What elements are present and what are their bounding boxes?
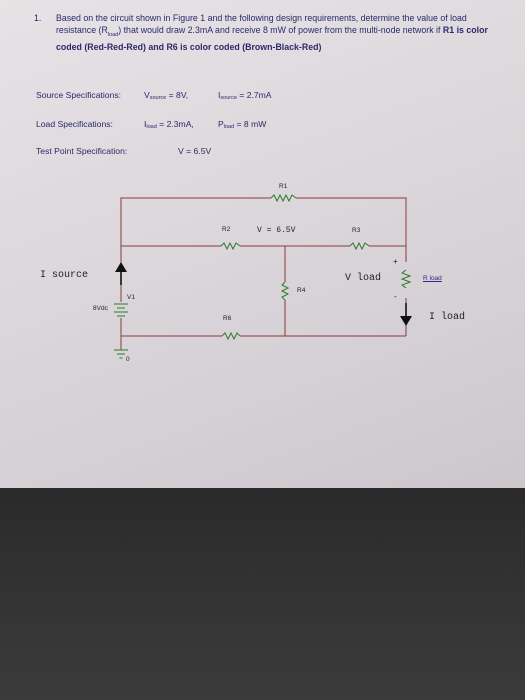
r3-label: R3 <box>352 227 361 234</box>
paper-sheet: 1. Based on the circuit shown in Figure … <box>0 0 525 488</box>
isource-label: I source <box>40 270 89 281</box>
v1-label: V1 <box>127 294 135 301</box>
r4-resistor <box>280 281 290 301</box>
iload-spec: Iload = 2.3mA, <box>144 119 194 130</box>
vload-label: V load <box>345 273 382 284</box>
r3-resistor <box>349 241 370 251</box>
wire-top-right <box>296 197 407 246</box>
minus-sign: - <box>394 292 397 301</box>
question-bold: R1 is color coded (Red-Red-Red) and R6 i… <box>56 25 488 52</box>
vdc-label: 8Vdc <box>93 305 108 312</box>
r1-label: R1 <box>279 183 288 190</box>
rload-resistor <box>400 269 412 289</box>
r4-label: R4 <box>297 287 306 294</box>
r2-label: R2 <box>222 226 231 233</box>
iload-arrow-icon <box>400 316 412 326</box>
ground-label: 0 <box>126 356 130 363</box>
vsource-spec: Vsource = 8V, <box>144 90 189 101</box>
test-spec-value: V = 6.5V <box>178 146 212 156</box>
r6-resistor <box>221 331 241 341</box>
load-spec-label: Load Specifications: <box>36 119 113 129</box>
r1-resistor <box>270 193 297 203</box>
question-text: Based on the circuit shown in Figure 1 a… <box>56 13 488 52</box>
source-spec-label: Source Specifications: <box>36 90 122 100</box>
rload-label: R load <box>423 275 442 282</box>
plus-sign: + <box>393 257 398 266</box>
isource-arrow-icon <box>115 262 127 272</box>
circuit-schematic <box>114 193 412 359</box>
pload-spec: Pload = 8 mW <box>218 119 267 130</box>
current-arrows <box>115 262 412 326</box>
isource-spec: Isource = 2.7mA <box>218 90 272 101</box>
desk-background <box>0 488 525 700</box>
question-number: 1. <box>34 13 42 23</box>
circuit-components <box>114 193 412 359</box>
test-voltage-label: V = 6.5V <box>257 226 296 235</box>
test-spec-label: Test Point Specification: <box>36 146 128 156</box>
wire-top-left <box>120 197 271 265</box>
r6-label: R6 <box>223 315 232 322</box>
iload-label: I load <box>429 312 466 323</box>
r2-resistor <box>220 241 241 251</box>
